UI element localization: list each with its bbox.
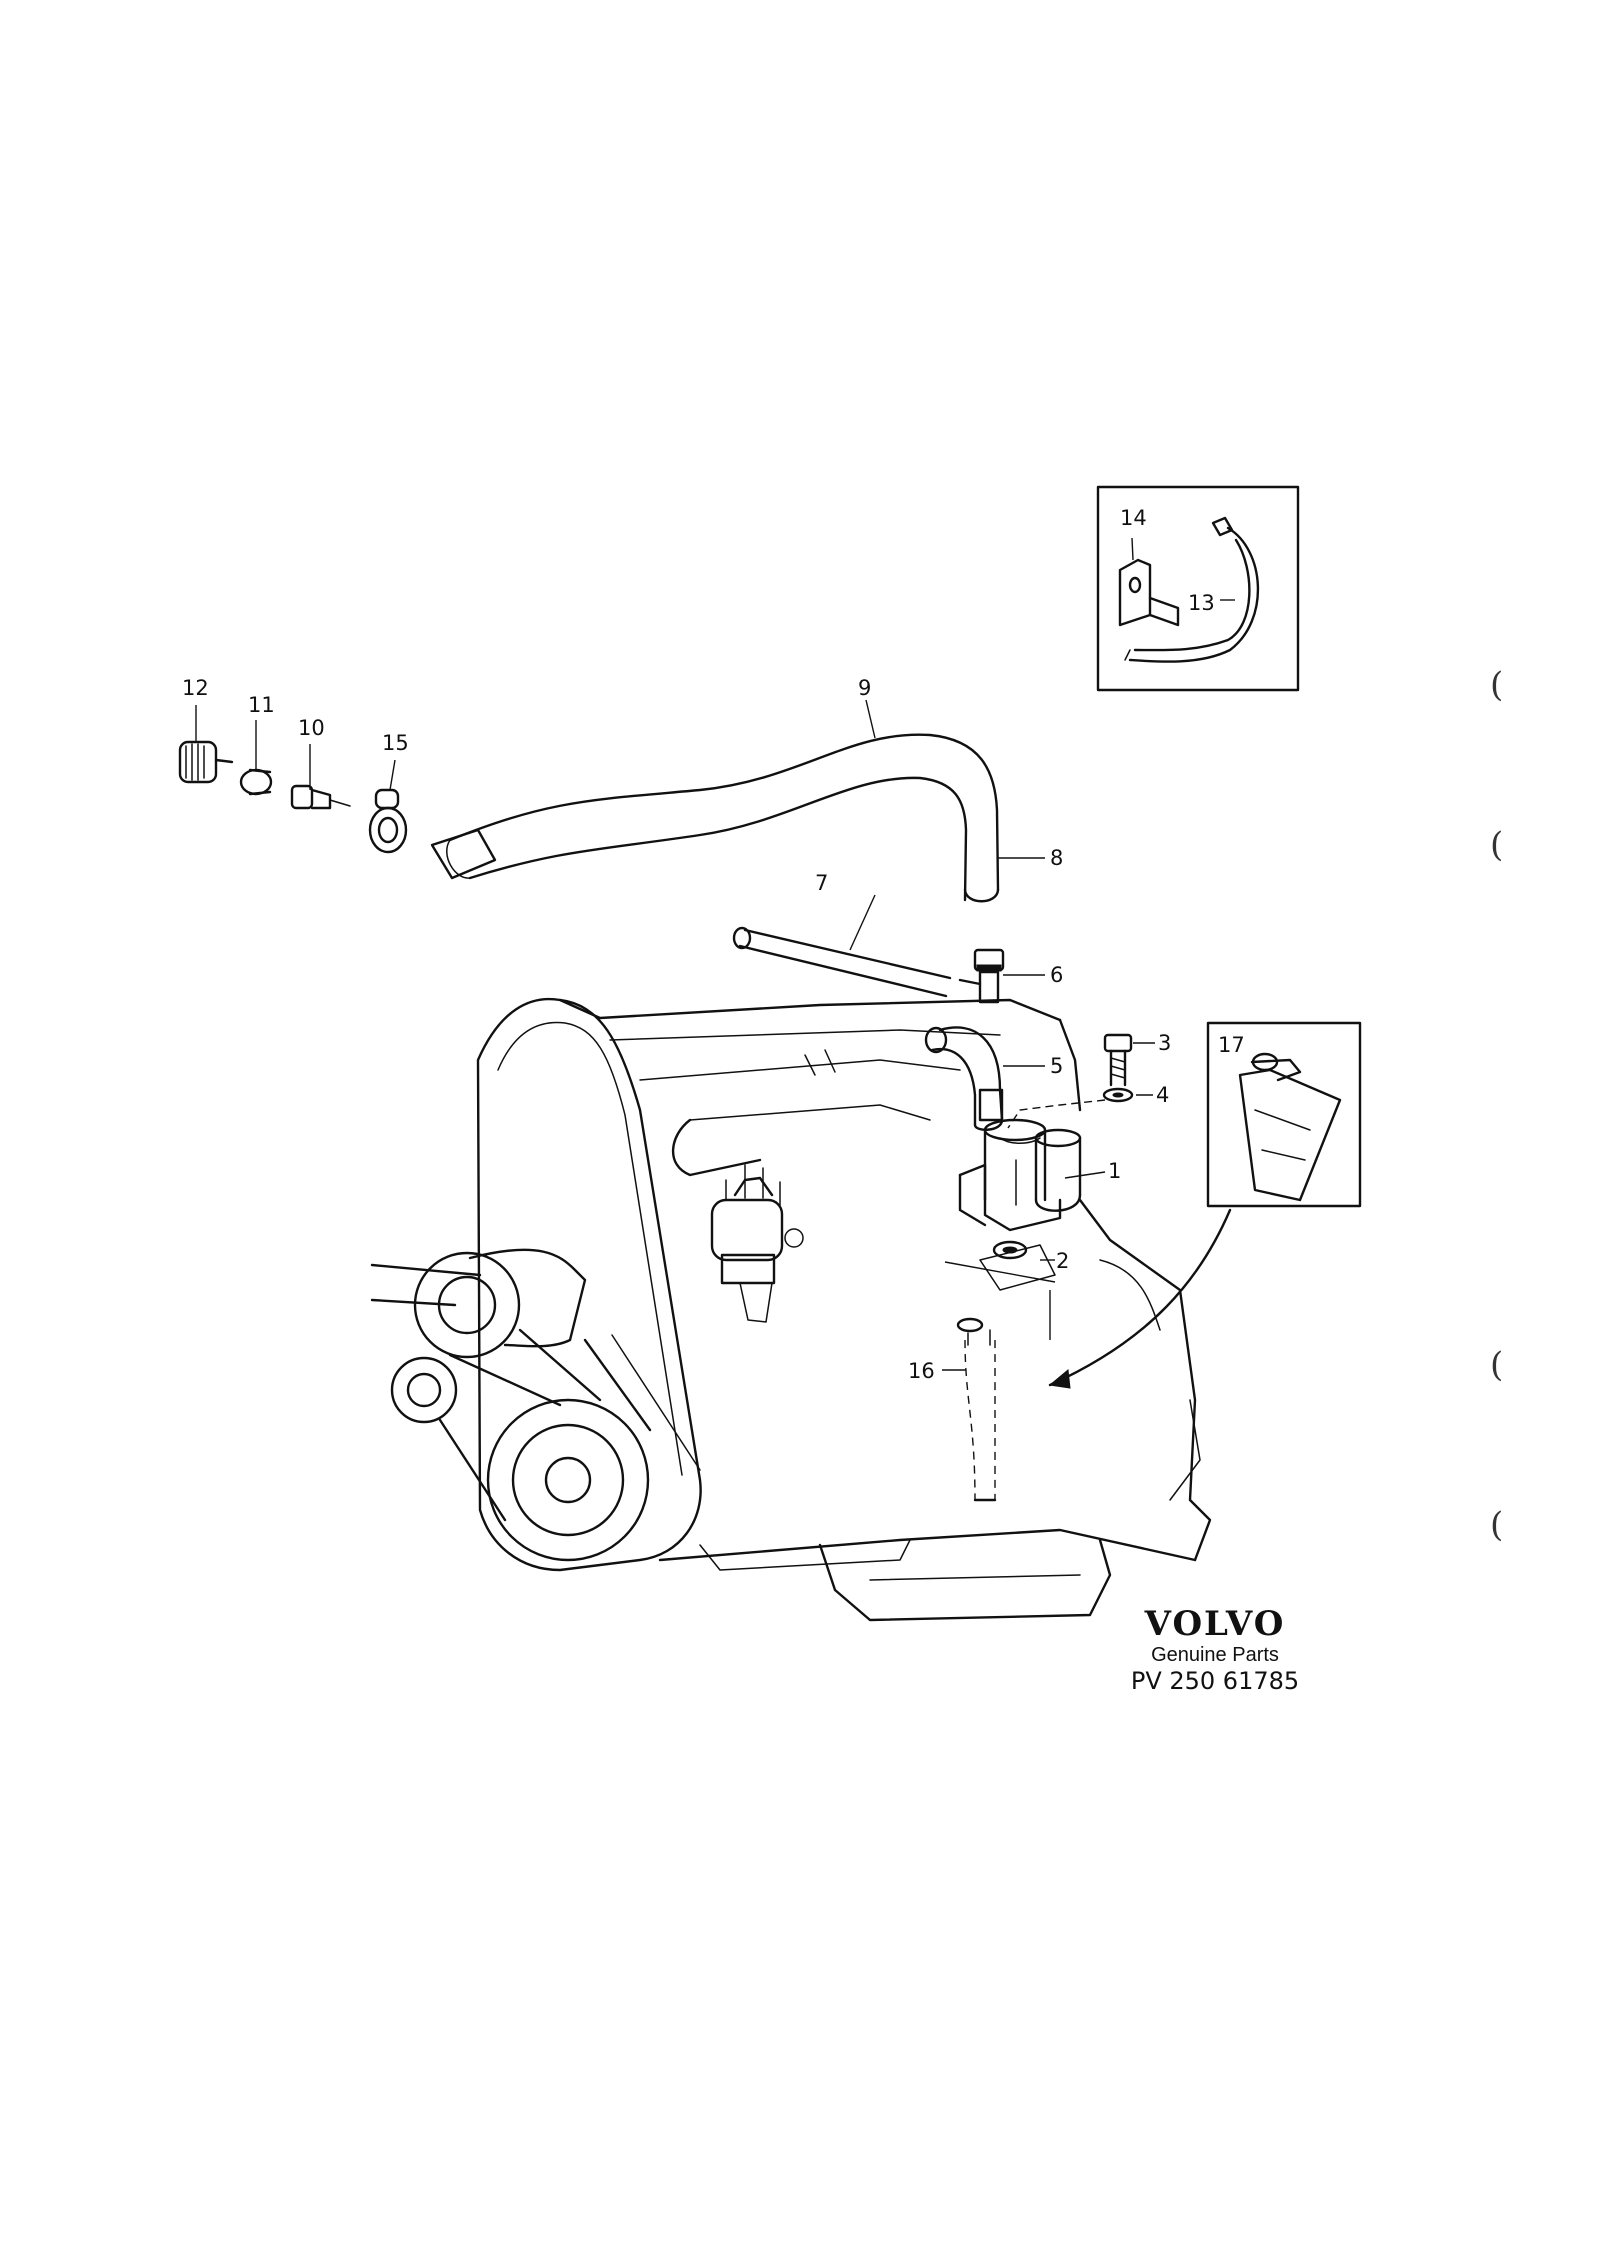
detail-box-13-14 [1096,485,1300,692]
hose-5 [924,1026,1004,1131]
callout-16: 16 [908,1359,935,1383]
callout-1: 1 [1108,1159,1121,1183]
callout-9: 9 [858,676,871,700]
callout-11: 11 [248,693,275,717]
callout-10: 10 [298,716,325,740]
small-hose-7 [732,926,952,998]
large-hose [430,733,1000,903]
callout-6: 6 [1050,963,1063,987]
leader-lines [195,699,1155,1371]
callout-5: 5 [1050,1054,1063,1078]
margin-mark: ( [1490,1505,1504,1545]
screw-3-washer-4 [1007,1033,1134,1129]
part-number: PV 250 61785 [1130,1667,1300,1695]
callout-14: 14 [1120,506,1147,530]
callout-2: 2 [1056,1249,1069,1273]
clip-16-and-tube [956,1317,997,1502]
brand-block: VOLVO Genuine Parts PV 250 61785 [1105,1605,1325,1695]
callout-3: 3 [1158,1031,1171,1055]
callout-17: 17 [1218,1033,1245,1057]
pcv-valve-1 [958,1088,1082,1232]
callout-4: 4 [1156,1083,1169,1107]
plug-11 [239,768,273,796]
margin-mark: ( [1490,1345,1504,1385]
margin-mark: ( [1490,665,1504,705]
gasket-2 [944,1240,1056,1340]
detail-box-17 [1048,1021,1362,1389]
nipple-10 [290,784,351,810]
callout-13: 13 [1188,591,1215,615]
clamp-15 [368,788,408,854]
volvo-logo: VOLVO [1144,1604,1286,1644]
callout-labels: 1 2 3 4 5 6 7 8 9 10 11 12 13 14 15 16 1… [182,506,1245,1383]
fitting-6 [958,948,1005,1004]
cap-12 [178,740,234,784]
brand-subtitle: Genuine Parts [1151,1644,1279,1666]
callout-12: 12 [182,676,209,700]
margin-mark: ( [1490,825,1504,865]
callout-8: 8 [1050,846,1063,870]
callout-15: 15 [382,731,409,755]
engine-block-drawing [370,997,1212,1622]
callout-7: 7 [815,871,828,895]
